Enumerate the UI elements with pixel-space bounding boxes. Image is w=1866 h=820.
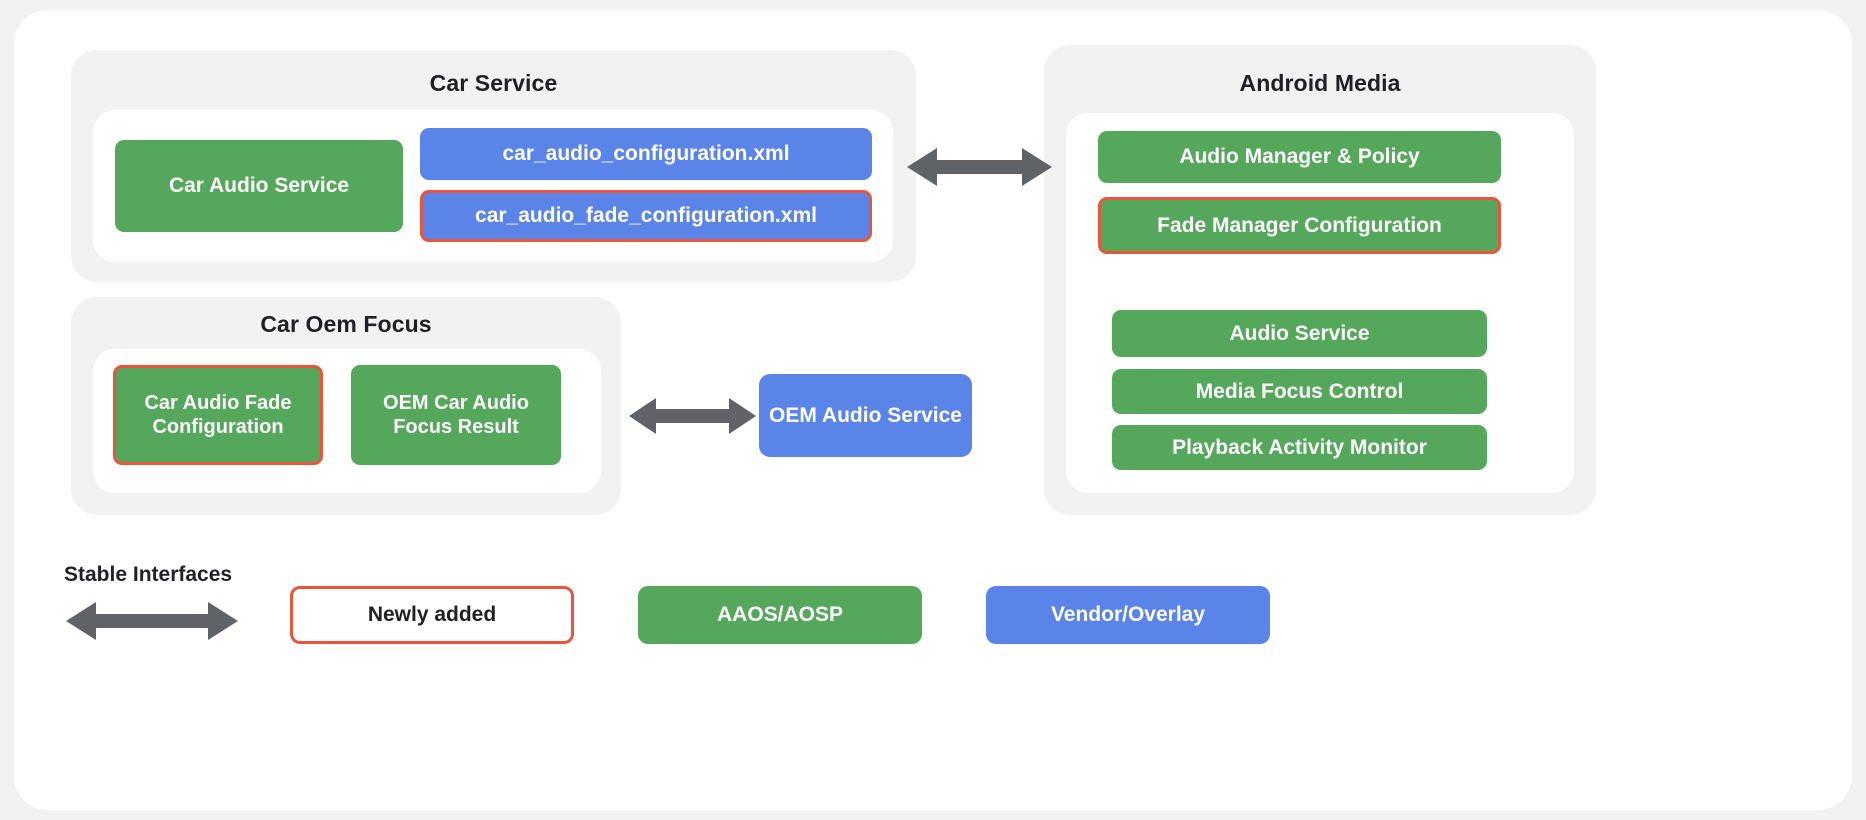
node-oem-audio-service[interactable]: OEM Audio Service (759, 374, 972, 457)
double-arrow-icon (907, 148, 1052, 186)
group-car-service-title: Car Service (429, 70, 558, 96)
group-car-oem-focus-inner: Car Audio Fade Configuration OEM Car Aud… (93, 349, 601, 493)
node-media-focus-control[interactable]: Media Focus Control (1112, 369, 1487, 414)
node-label: Car Audio Service (168, 174, 350, 198)
group-car-service-inner: Car Audio Service car_audio_configuratio… (93, 110, 893, 262)
node-car-audio-configuration-xml[interactable]: car_audio_configuration.xml (420, 128, 872, 180)
node-car-audio-service[interactable]: Car Audio Service (115, 140, 403, 232)
node-audio-service[interactable]: Audio Service (1112, 310, 1487, 357)
group-car-oem-focus-title: Car Oem Focus (260, 311, 432, 337)
double-arrow-icon (66, 602, 238, 640)
node-label: Audio Manager & Policy (1179, 145, 1420, 169)
node-audio-manager-and-policy[interactable]: Audio Manager & Policy (1098, 131, 1501, 183)
node-label: car_audio_configuration.xml (502, 142, 790, 166)
legend-stable-interfaces-arrow (66, 598, 238, 644)
group-android-media-inner: Audio Manager & Policy Fade Manager Conf… (1066, 113, 1574, 493)
node-label: Fade Manager Configuration (1157, 213, 1442, 237)
double-arrow-icon (629, 398, 756, 434)
connector-car-service-to-android-media (907, 142, 1052, 192)
node-label: Playback Activity Monitor (1172, 435, 1427, 459)
node-label: car_audio_fade_configuration.xml (475, 204, 817, 228)
node-label: OEM Car Audio Focus Result (383, 391, 529, 438)
group-car-oem-focus: Car Oem Focus Car Audio Fade Configurati… (71, 297, 621, 515)
legend-item-label: AAOS/AOSP (716, 603, 844, 627)
node-label: Media Focus Control (1195, 379, 1404, 403)
node-label: Car Audio Fade Configuration (144, 391, 292, 438)
node-oem-car-audio-focus-result[interactable]: OEM Car Audio Focus Result (351, 365, 561, 465)
legend-item-newly-added[interactable]: Newly added (290, 586, 574, 644)
node-car-audio-fade-configuration-xml[interactable]: car_audio_fade_configuration.xml (420, 190, 872, 242)
node-label: OEM Audio Service (769, 403, 962, 427)
legend-item-label: Newly added (367, 603, 497, 627)
node-car-audio-fade-configuration[interactable]: Car Audio Fade Configuration (113, 365, 323, 465)
node-label: Audio Service (1229, 321, 1370, 345)
node-playback-activity-monitor[interactable]: Playback Activity Monitor (1112, 425, 1487, 470)
legend-stable-interfaces-label: Stable Interfaces (64, 563, 233, 586)
node-fade-manager-configuration[interactable]: Fade Manager Configuration (1098, 197, 1501, 254)
legend-item-aaos-aosp[interactable]: AAOS/AOSP (638, 586, 922, 644)
group-car-service: Car Service Car Audio Service car_audio_… (71, 50, 916, 282)
legend-item-vendor-overlay[interactable]: Vendor/Overlay (986, 586, 1270, 644)
legend-item-label: Vendor/Overlay (1050, 603, 1206, 627)
group-android-media: Android Media Audio Manager & Policy Fad… (1044, 45, 1596, 515)
group-android-media-title: Android Media (1239, 70, 1401, 96)
connector-car-oem-focus-to-oem-audio-service (629, 393, 756, 439)
diagram-card: Car Service Car Audio Service car_audio_… (14, 10, 1852, 810)
